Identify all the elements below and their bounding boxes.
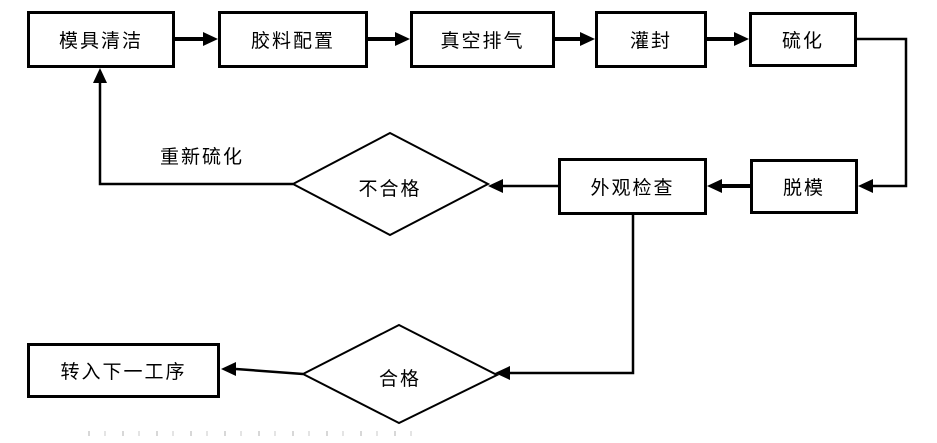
edge-label-re-vulcanization: 重新硫化	[159, 146, 244, 168]
arrowhead-left-icon	[858, 179, 873, 193]
node-mold-cleaning: 模具清洁	[27, 11, 175, 68]
connector-demolding-to-inspection	[707, 179, 750, 193]
arrowhead-left-icon	[488, 179, 503, 193]
decision-label-pass: 合格	[378, 368, 421, 390]
arrowhead-right-icon	[580, 32, 595, 46]
node-potting: 灌封	[595, 11, 707, 68]
arrowhead-left-icon	[495, 366, 510, 380]
arrowhead-right-icon	[203, 32, 218, 46]
connector-mold-to-rubber	[175, 32, 218, 46]
node-next-process: 转入下一工序	[27, 343, 220, 398]
connector-inspection-to-pass	[495, 215, 635, 380]
arrowhead-left-icon	[707, 179, 722, 193]
arrowhead-right-icon	[395, 32, 410, 46]
arrowhead-up-icon	[93, 68, 107, 83]
connector-potting-to-vulcanization	[707, 32, 749, 46]
decision-diamond-fail	[290, 131, 491, 237]
node-visual-inspection: 外观检查	[558, 158, 707, 215]
connector-inspection-to-fail	[488, 179, 558, 193]
arrowhead-left-icon	[221, 362, 236, 376]
cut-off-text-fragment	[88, 431, 418, 436]
decision-label-fail: 不合格	[358, 178, 422, 200]
node-demolding: 脱模	[750, 159, 858, 214]
connector-pass-to-next-process	[221, 362, 304, 376]
node-vulcanization: 硫化	[749, 12, 857, 67]
node-rubber-preparation: 胶料配置	[218, 11, 368, 68]
node-vacuum-degassing: 真空排气	[410, 11, 555, 68]
connector-rubber-to-vacuum	[368, 32, 410, 46]
arrowhead-right-icon	[734, 32, 749, 46]
connector-fail-to-mold-cleaning	[93, 68, 293, 186]
decision-diamond-pass	[300, 323, 500, 425]
connector-vulcanization-to-demolding	[857, 37, 908, 193]
connector-vacuum-to-potting	[555, 32, 595, 46]
